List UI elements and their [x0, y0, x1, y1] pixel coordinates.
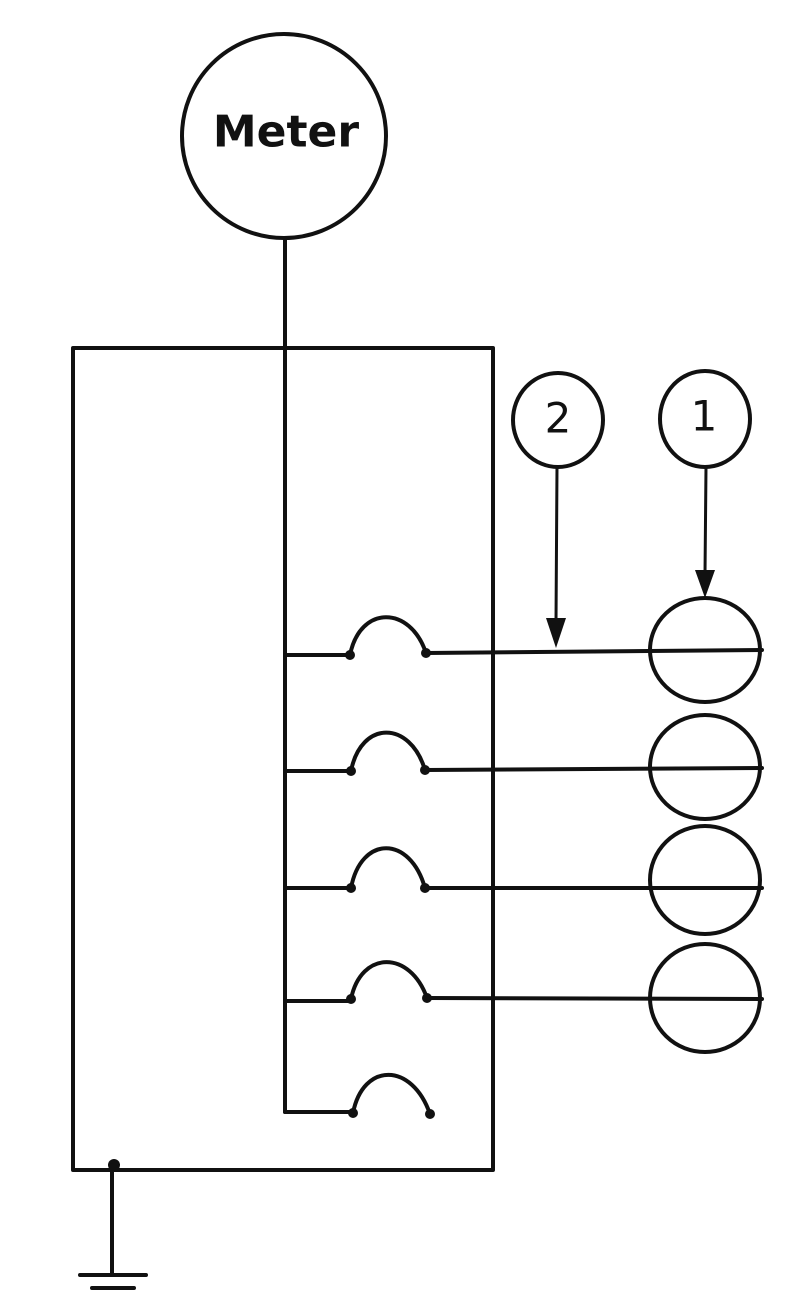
loads [648, 596, 762, 1054]
callout-1-arrowhead [695, 570, 715, 598]
callout-1-leader [703, 465, 708, 576]
breaker-arc [349, 960, 429, 1001]
breaker-arc [349, 846, 427, 890]
breaker-terminal [346, 883, 356, 893]
callout-2-leader [554, 465, 559, 624]
breaker-circuit-2 [283, 730, 764, 776]
branch-wire [424, 648, 764, 655]
load-circle-3 [648, 824, 762, 936]
breaker-arc [349, 730, 427, 773]
breaker-terminal [345, 650, 355, 660]
branch-wire [423, 766, 764, 772]
breaker-arc [351, 1073, 432, 1116]
ground [78, 1159, 148, 1290]
breaker-terminal [346, 766, 356, 776]
callout-2: 2 [511, 371, 605, 648]
breaker-circuit-5 [283, 1073, 435, 1119]
load-circle-4 [648, 942, 762, 1054]
breaker-terminal [346, 994, 356, 1004]
callout-2-label: 2 [545, 394, 572, 443]
breaker-circuit-1 [283, 615, 764, 660]
callout-1-label: 1 [691, 392, 718, 441]
breaker-terminal [425, 1109, 435, 1119]
meter-label: Meter [213, 107, 360, 158]
callout-2-arrowhead [546, 618, 566, 648]
load-circle-2 [648, 713, 762, 821]
branch-wire [425, 996, 764, 1001]
breaker-arc [348, 615, 428, 657]
breaker-circuit-4 [283, 960, 764, 1004]
meter: Meter [180, 32, 388, 240]
breaker-circuit-3 [283, 846, 764, 893]
breaker-terminal [348, 1108, 358, 1118]
callout-1: 1 [658, 369, 752, 598]
